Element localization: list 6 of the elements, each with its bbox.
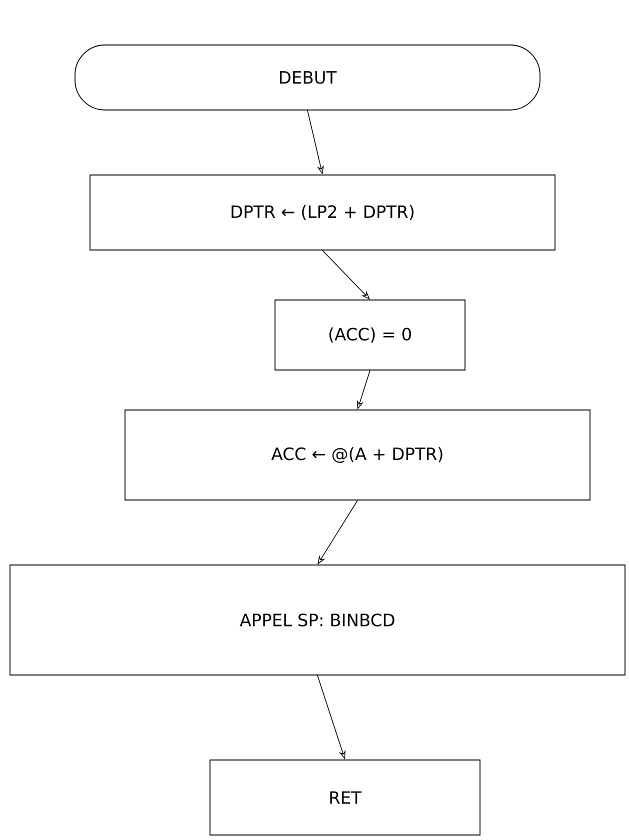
process-box: (ACC) = 0 (274, 300, 466, 370)
process-box: DPTR ← (LP2 + DPTR) (90, 174, 556, 250)
process-box: ACC ← @(A + DPTR) (124, 410, 590, 500)
start-terminal: DEBUT (74, 44, 540, 110)
process-box: RET (210, 760, 480, 836)
process-box: APPEL SP: BINBCD (10, 564, 626, 676)
